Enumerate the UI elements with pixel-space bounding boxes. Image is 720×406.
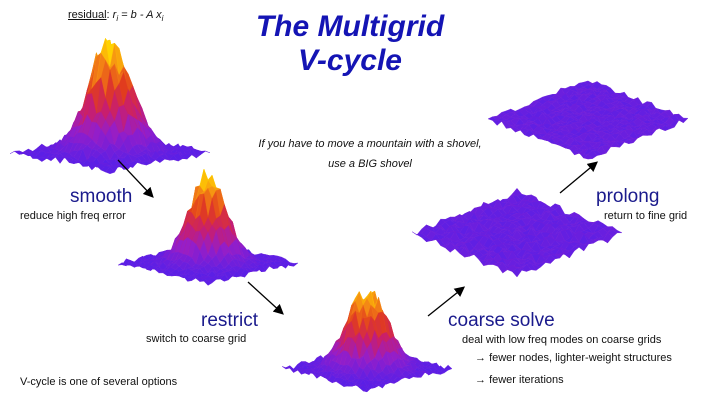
prolong-title: prolong [596,186,660,207]
coarse-title: coarse solve [448,310,555,331]
fine-grid-surface [487,80,689,160]
arrow-up-prolong [559,161,598,194]
stage-prolong: prolong [596,186,659,208]
residual-r-sub: i [116,14,119,24]
smoothed-surface [117,168,299,286]
surface-facet [105,166,115,175]
residual-formula: residual: ri = b - A xi [68,9,164,24]
stage-smooth: smooth [70,186,132,208]
restrict-title: restrict [201,310,258,331]
residual-r: r [112,9,117,21]
arrow-up-coarse [427,286,466,317]
quote-line-2: use a BIG shovel [328,158,412,170]
coarse-bullet-2-text: fewer iterations [489,374,564,386]
residual-x-sub: i [161,14,164,24]
coarse-bullet-2: → fewer iterations [475,374,564,386]
prolong-desc: return to fine grid [604,210,688,222]
surface-facet [203,280,213,286]
shovel-quote: If you have to move a mountain with a sh… [240,138,500,170]
title-line-2: V-cycle [298,44,402,77]
coarse-bullet-1-text: fewer nodes, lighter-weight structures [489,352,672,364]
stage-restrict: restrict [201,310,258,332]
residual-surface [9,37,211,175]
stage-coarse: coarse solve [448,310,555,332]
coarse-grid-surface [281,290,453,393]
arrow-down-smooth [117,159,154,198]
surface-facet [583,153,593,160]
surface-facet [363,388,371,393]
footnote: V-cycle is one of several options [20,376,178,388]
quote-line-1: If you have to move a mountain with a sh… [258,138,482,150]
smooth-desc: reduce high freq error [20,210,126,222]
restrict-desc: switch to coarse grid [146,333,247,345]
page-title: The Multigrid V-cycle [230,10,470,78]
arrow-right-icon: → [475,352,490,364]
coarse-bullet-1: → fewer nodes, lighter-weight structures [475,352,672,364]
title-line-1: The Multigrid [255,10,445,43]
prolonged-surface-low [411,187,623,278]
residual-eq: = b - A x [118,9,162,21]
smooth-title: smooth [70,186,133,207]
arrow-right-icon: → [475,374,490,386]
arrow-down-restrict [247,281,284,315]
coarse-desc: deal with low freq modes on coarse grids [462,334,662,346]
residual-label: residual [68,9,107,21]
surface-facet [511,268,523,278]
